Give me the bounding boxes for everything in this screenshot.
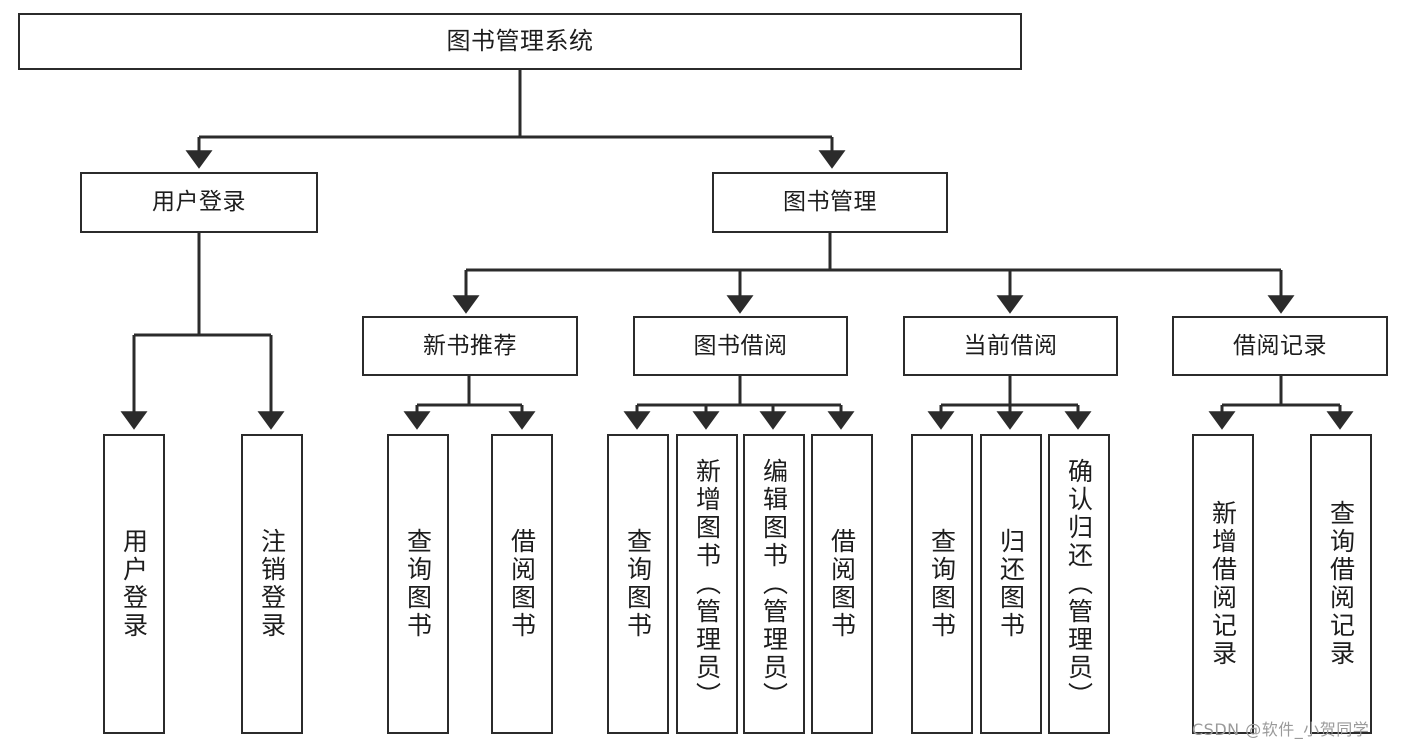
node-root-label: 图书管理系统 bbox=[446, 26, 594, 55]
leaf-add-book-admin[interactable]: 新增图书（管理员） bbox=[676, 434, 738, 734]
leaf-add-book-admin-label: 新增图书（管理员） bbox=[692, 458, 722, 710]
leaf-query-borrow-record-label: 查询借阅记录 bbox=[1326, 500, 1356, 668]
leaf-user-login[interactable]: 用户登录 bbox=[103, 434, 165, 734]
leaf-edit-book-admin[interactable]: 编辑图书（管理员） bbox=[743, 434, 805, 734]
node-borrow-record-label: 借阅记录 bbox=[1233, 332, 1327, 359]
leaf-query-book-current[interactable]: 查询图书 bbox=[911, 434, 973, 734]
leaf-query-book-current-label: 查询图书 bbox=[927, 528, 957, 640]
node-new-book-recommend[interactable]: 新书推荐 bbox=[362, 316, 578, 376]
node-current-borrow-label: 当前借阅 bbox=[963, 332, 1058, 359]
node-book-borrow-label: 图书借阅 bbox=[693, 332, 788, 359]
leaf-borrow-book-recommend[interactable]: 借阅图书 bbox=[491, 434, 553, 734]
leaf-add-borrow-record[interactable]: 新增借阅记录 bbox=[1192, 434, 1254, 734]
leaf-borrow-book[interactable]: 借阅图书 bbox=[811, 434, 873, 734]
leaf-query-book-recommend[interactable]: 查询图书 bbox=[387, 434, 449, 734]
leaf-confirm-return-admin[interactable]: 确认归还（管理员） bbox=[1048, 434, 1110, 734]
node-book-borrow[interactable]: 图书借阅 bbox=[633, 316, 848, 376]
node-borrow-record[interactable]: 借阅记录 bbox=[1172, 316, 1388, 376]
leaf-edit-book-admin-label: 编辑图书（管理员） bbox=[759, 458, 789, 710]
leaf-borrow-book-recommend-label: 借阅图书 bbox=[507, 528, 537, 640]
leaf-query-borrow-record[interactable]: 查询借阅记录 bbox=[1310, 434, 1372, 734]
csdn-watermark: CSDN @软件_小贺同学 bbox=[1192, 720, 1370, 739]
leaf-logout[interactable]: 注销登录 bbox=[241, 434, 303, 734]
node-root-system[interactable]: 图书管理系统 bbox=[18, 13, 1022, 70]
leaf-borrow-book-label: 借阅图书 bbox=[827, 528, 857, 640]
leaf-return-book-label: 归还图书 bbox=[996, 528, 1026, 640]
leaf-user-login-label: 用户登录 bbox=[119, 528, 149, 640]
node-current-borrow[interactable]: 当前借阅 bbox=[903, 316, 1118, 376]
leaf-logout-label: 注销登录 bbox=[257, 528, 287, 640]
node-book-management[interactable]: 图书管理 bbox=[712, 172, 948, 233]
node-user-login-label: 用户登录 bbox=[152, 189, 246, 216]
leaf-query-book-borrow[interactable]: 查询图书 bbox=[607, 434, 669, 734]
node-user-login[interactable]: 用户登录 bbox=[80, 172, 318, 233]
leaf-query-book-recommend-label: 查询图书 bbox=[403, 528, 433, 640]
leaf-add-borrow-record-label: 新增借阅记录 bbox=[1208, 500, 1238, 668]
leaf-confirm-return-admin-label: 确认归还（管理员） bbox=[1064, 458, 1094, 710]
node-new-book-recommend-label: 新书推荐 bbox=[423, 332, 517, 359]
leaf-return-book[interactable]: 归还图书 bbox=[980, 434, 1042, 734]
leaf-query-book-borrow-label: 查询图书 bbox=[623, 528, 653, 640]
node-book-management-label: 图书管理 bbox=[783, 189, 877, 216]
